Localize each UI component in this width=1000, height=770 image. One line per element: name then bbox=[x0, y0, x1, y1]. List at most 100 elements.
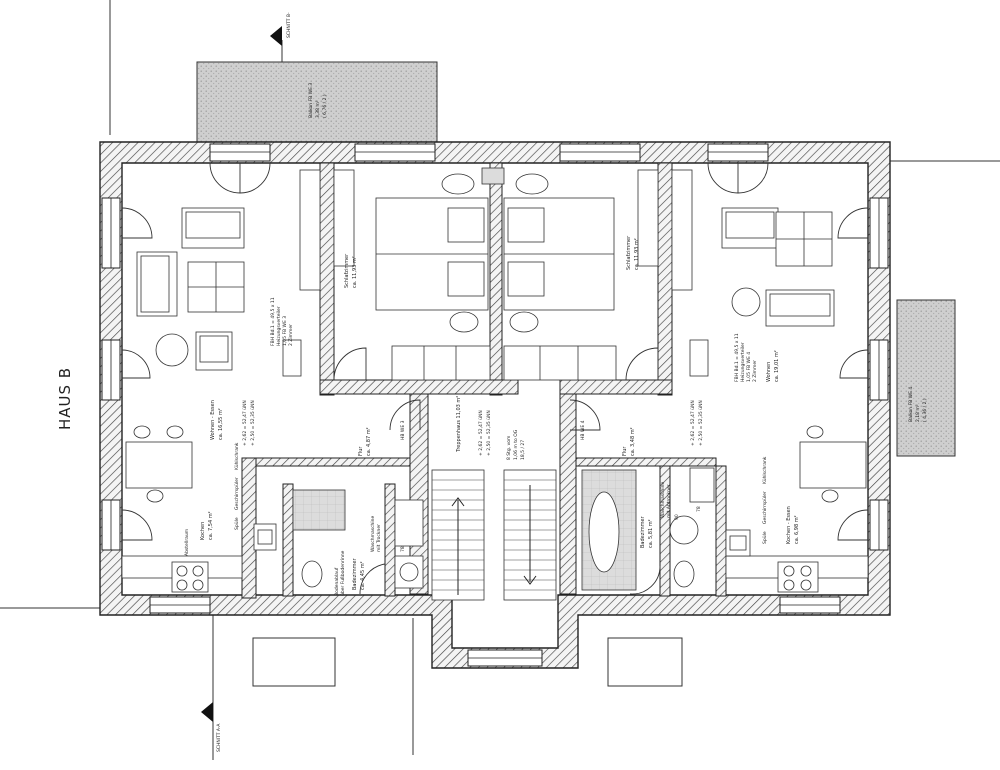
west-unit-info: FBH Bd.1 = 49,5 x 11 Heizungsverteiler 1… bbox=[270, 297, 294, 346]
svg-text:Schlafzimmer: Schlafzimmer bbox=[626, 235, 632, 270]
svg-text:ca. 11,93 m²: ca. 11,93 m² bbox=[634, 238, 640, 270]
svg-text:8 Stg. vom: 8 Stg. vom bbox=[506, 436, 512, 460]
svg-text:( 6,76 / 2 ): ( 6,76 / 2 ) bbox=[322, 94, 328, 118]
svg-text:2 Zimmer: 2 Zimmer bbox=[288, 324, 294, 346]
svg-text:Waschmaschine: Waschmaschine bbox=[660, 481, 666, 518]
section-marker-bottom bbox=[201, 702, 213, 722]
svg-text:+ 2,62 = 52,47 üNN: + 2,62 = 52,47 üNN bbox=[690, 400, 696, 446]
svg-text:Wohnen: Wohnen bbox=[766, 362, 772, 382]
svg-text:1,05 FB WE 3: 1,05 FB WE 3 bbox=[282, 316, 288, 346]
stair-levels: + 2,62 = 52,47 üNN + 2,50 = 52,35 üNN bbox=[478, 410, 492, 456]
svg-text:2,18 m²: 2,18 m² bbox=[915, 404, 921, 422]
east-levels: + 2,62 = 52,47 üNN + 2,50 = 52,35 üNN bbox=[690, 400, 704, 446]
dim-90-east: 90 bbox=[674, 514, 680, 520]
svg-text:Balkon FB WE 4: Balkon FB WE 4 bbox=[908, 387, 914, 422]
svg-text:Waschmaschine: Waschmaschine bbox=[370, 515, 376, 552]
svg-text:Kühlschrank: Kühlschrank bbox=[762, 456, 768, 484]
svg-text:ca. 6,98 m²: ca. 6,98 m² bbox=[794, 515, 800, 544]
exterior-wall bbox=[99, 141, 891, 669]
svg-text:über Fußbodenrinne: über Fußbodenrinne bbox=[340, 550, 346, 596]
svg-text:Heizungsverteiler: Heizungsverteiler bbox=[276, 306, 282, 346]
west-kitchen-parts: Spüle Geschirrspüler Kühlschrank bbox=[234, 442, 240, 530]
svg-text:+ 2,50 = 52,35 üNN: + 2,50 = 52,35 üNN bbox=[698, 400, 704, 446]
svg-text:Schlafzimmer: Schlafzimmer bbox=[344, 253, 350, 288]
svg-text:ca. 7,54 m²: ca. 7,54 m² bbox=[208, 511, 214, 540]
svg-text:ca. 19,01 m²: ca. 19,01 m² bbox=[774, 350, 780, 382]
svg-text:+ 2,62 = 52,47 üNN: + 2,62 = 52,47 üNN bbox=[478, 410, 484, 456]
svg-text:FBH Bd.1 = 49,5 x 11: FBH Bd.1 = 49,5 x 11 bbox=[270, 297, 276, 346]
svg-text:Wohnen - Essen: Wohnen - Essen bbox=[210, 400, 216, 440]
terrace-east bbox=[607, 637, 683, 687]
stair-notes: 8 Stg. vom 1,06 m to OG 18,5 / 27 bbox=[506, 429, 526, 460]
svg-text:Spüle: Spüle bbox=[762, 531, 768, 544]
east-meter-label: HB WE 4 bbox=[580, 420, 586, 440]
svg-text:ca. 3,48 m²: ca. 3,48 m² bbox=[630, 427, 636, 456]
svg-text:Treppenhaus 11,03 m²: Treppenhaus 11,03 m² bbox=[456, 396, 462, 453]
west-drain-label: Bodenablauf über Fußbodenrinne bbox=[334, 550, 346, 596]
svg-text:Badezimmer: Badezimmer bbox=[352, 557, 358, 590]
svg-text:Badezimmer: Badezimmer bbox=[640, 515, 646, 548]
terrace-west bbox=[252, 637, 336, 687]
svg-text:Balkon FB WE 3: Balkon FB WE 3 bbox=[308, 83, 314, 118]
west-living-label: Wohnen - Essen ca. 16,55 m² bbox=[210, 400, 224, 440]
svg-text:1,05 FB WE 4: 1,05 FB WE 4 bbox=[746, 352, 752, 382]
east-unit-info: FBH Bd.1 = 49,5 x 11 Heizungsverteiler 1… bbox=[734, 333, 758, 382]
west-bath-label: Badezimmer ca. 4,45 m² bbox=[352, 557, 366, 590]
furniture bbox=[121, 167, 869, 593]
svg-text:1,06 m to OG: 1,06 m to OG bbox=[513, 429, 519, 460]
svg-text:FBH Bd.1 = 49,5 x 11: FBH Bd.1 = 49,5 x 11 bbox=[734, 333, 740, 382]
building-label: HAUS B bbox=[56, 367, 74, 430]
svg-text:Kochen - Essen: Kochen - Essen bbox=[786, 506, 792, 544]
svg-text:Kühlschrank: Kühlschrank bbox=[234, 442, 240, 470]
interior-walls bbox=[241, 162, 727, 599]
east-bedroom-label: Schlafzimmer ca. 11,93 m² bbox=[626, 235, 640, 270]
svg-text:2 Zimmer: 2 Zimmer bbox=[752, 360, 758, 382]
dim-78-west: 78 bbox=[400, 546, 406, 552]
east-living-label: Wohnen ca. 19,01 m² bbox=[766, 350, 780, 382]
window-lines bbox=[110, 151, 880, 659]
svg-text:Kochen: Kochen bbox=[200, 522, 206, 540]
east-hall-label: Flur ca. 3,48 m² bbox=[622, 427, 636, 456]
svg-text:Geschirrspüler: Geschirrspüler bbox=[762, 491, 768, 524]
svg-text:3,38 m²: 3,38 m² bbox=[315, 100, 321, 118]
west-washer-label: Waschmaschine mit Trockner bbox=[370, 515, 382, 552]
svg-text:+ 2,62 = 52,47 üNN: + 2,62 = 52,47 üNN bbox=[242, 400, 248, 446]
windows bbox=[101, 143, 889, 667]
svg-text:ca. 11,93 m²: ca. 11,93 m² bbox=[352, 256, 358, 288]
svg-text:Bodenablauf: Bodenablauf bbox=[334, 567, 340, 596]
svg-text:Spüle: Spüle bbox=[234, 517, 240, 530]
svg-text:mit Abtrockner: mit Abtrockner bbox=[666, 484, 672, 518]
balcony-west-label: Balkon FB WE 3 3,38 m² ( 6,76 / 2 ) bbox=[308, 83, 328, 118]
svg-text:Heizungsverteiler: Heizungsverteiler bbox=[740, 342, 746, 382]
stairs bbox=[431, 469, 557, 601]
stair-title-label: Treppenhaus 11,03 m² bbox=[456, 396, 462, 453]
west-bedroom-label: Schlafzimmer ca. 11,93 m² bbox=[344, 253, 358, 288]
svg-text:Flur: Flur bbox=[358, 446, 364, 456]
stair-arrows bbox=[451, 485, 537, 595]
west-meter-label: HB WE 3 bbox=[400, 420, 406, 440]
svg-text:Geschirrspüler: Geschirrspüler bbox=[234, 477, 240, 510]
svg-text:18,5 / 27: 18,5 / 27 bbox=[520, 440, 526, 460]
section-label-bottom: SCHNITT A-A bbox=[216, 723, 222, 752]
west-hall-label: Flur ca. 4,87 m² bbox=[358, 427, 372, 456]
west-levels: + 2,62 = 52,47 üNN + 2,50 = 52,35 üNN bbox=[242, 400, 256, 446]
east-kitchen-label: Kochen - Essen ca. 6,98 m² bbox=[786, 506, 800, 544]
section-label-top: SCHNITT B- bbox=[286, 12, 292, 38]
balcony-east bbox=[896, 299, 956, 457]
east-bath-label: Badezimmer ca. 5,81 m² bbox=[640, 515, 654, 548]
svg-text:ca. 4,45 m²: ca. 4,45 m² bbox=[360, 561, 366, 590]
west-storage-label: Abstellraum bbox=[184, 529, 190, 556]
west-kitchen-label: Kochen ca. 7,54 m² bbox=[200, 511, 214, 540]
svg-text:ca. 4,87 m²: ca. 4,87 m² bbox=[366, 427, 372, 456]
svg-text:+ 2,50 = 52,35 üNN: + 2,50 = 52,35 üNN bbox=[250, 400, 256, 446]
door-swings bbox=[121, 162, 869, 595]
svg-text:mit Trockner: mit Trockner bbox=[376, 524, 382, 552]
svg-text:ca. 5,81 m²: ca. 5,81 m² bbox=[648, 519, 654, 548]
svg-text:ca. 16,55 m²: ca. 16,55 m² bbox=[218, 408, 224, 440]
balcony-east-label: Balkon FB WE 4 2,18 m² ( 4,36 / 2 ) bbox=[908, 387, 928, 422]
dim-78-east: 78 bbox=[696, 506, 702, 512]
east-kitchen-parts: Spüle Geschirrspüler Kühlschrank bbox=[762, 456, 768, 544]
section-marker-top bbox=[270, 26, 282, 46]
svg-text:Flur: Flur bbox=[622, 446, 628, 456]
